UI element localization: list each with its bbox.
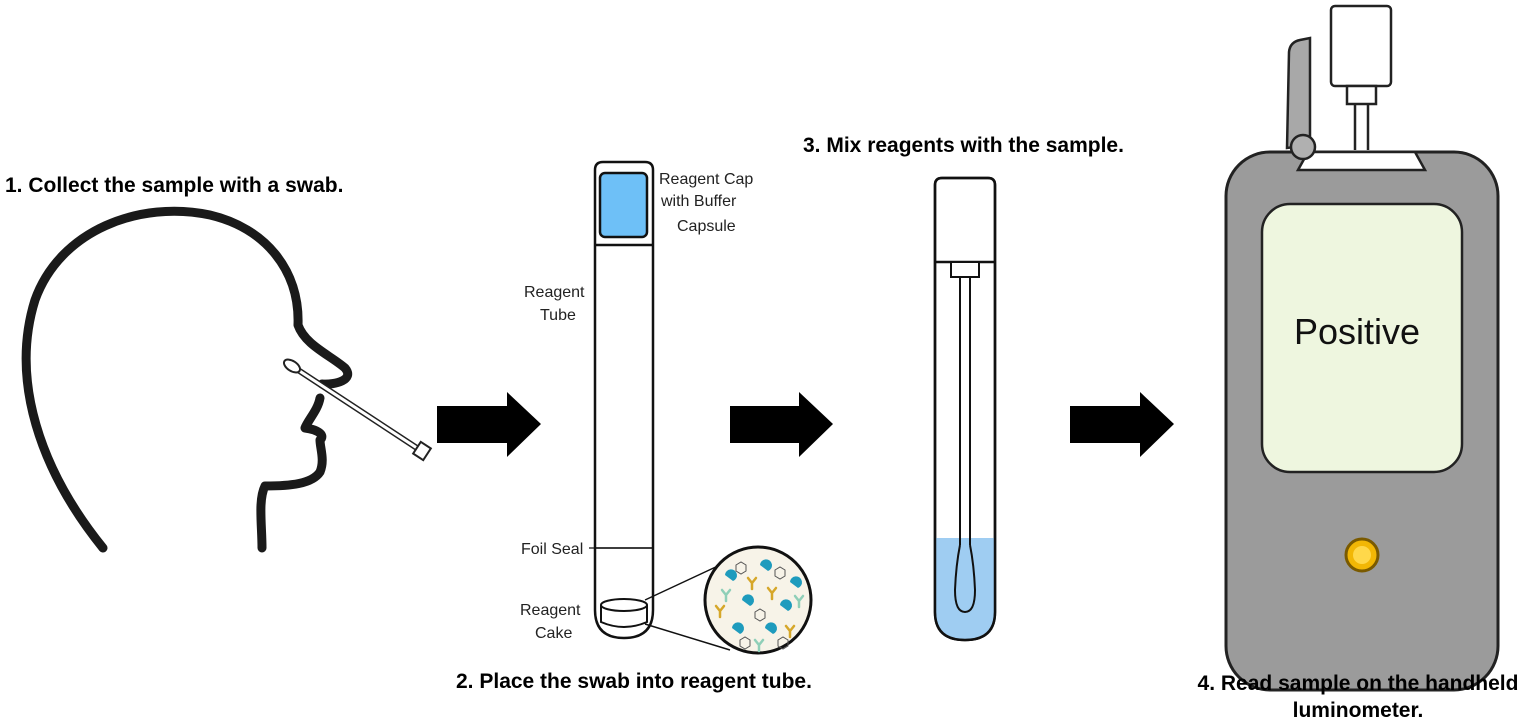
label-capsule: Capsule	[677, 218, 736, 235]
arrow-right-icon	[437, 392, 541, 457]
step2-illustration: Reagent Cap with Buffer Capsule Reagent …	[456, 160, 813, 693]
step4-title-line2: luminometer.	[1293, 699, 1424, 722]
screen-result: Positive	[1294, 311, 1420, 352]
head-profile-icon	[21, 206, 352, 553]
mixing-tube-icon	[933, 176, 997, 642]
luminometer-icon	[1224, 4, 1500, 692]
label-reagent-cap: Reagent Cap	[659, 171, 753, 188]
step2-title: 2. Place the swab into reagent tube.	[456, 670, 812, 693]
label-reagent-tube-2: Tube	[540, 307, 576, 324]
step1-title: 1. Collect the sample with a swab.	[5, 174, 343, 197]
arrow-right-icon	[1070, 392, 1174, 457]
label-reagent-tube-1: Reagent	[524, 284, 585, 301]
magnifier-circle-icon	[703, 545, 813, 655]
step3-title: 3. Mix reagents with the sample.	[803, 134, 1124, 157]
step4-illustration: Positive 4. Read sample on the handheld …	[1198, 4, 1519, 722]
step3-illustration: 3. Mix reagents with the sample.	[803, 134, 1124, 642]
label-reagent-cake-2: Cake	[535, 625, 572, 642]
label-foil-seal: Foil Seal	[521, 541, 583, 558]
arrow-right-icon	[730, 392, 833, 457]
label-with-buffer: with Buffer	[660, 193, 737, 210]
reagent-tube-icon	[593, 160, 655, 640]
label-reagent-cake-1: Reagent	[520, 602, 581, 619]
step1-illustration: 1. Collect the sample with a swab.	[5, 174, 433, 553]
step4-title-line1: 4. Read sample on the handheld	[1198, 672, 1519, 695]
swab-icon	[282, 358, 433, 462]
